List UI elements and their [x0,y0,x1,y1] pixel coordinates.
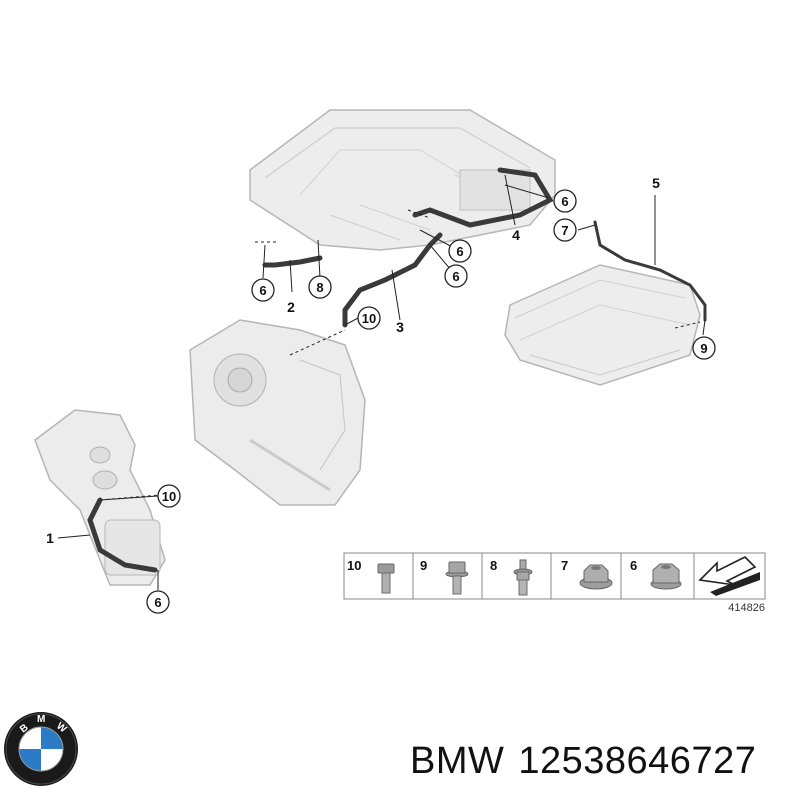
reference-number: 414826 [728,602,765,614]
flange-nut-icon [579,564,613,590]
svg-text:4: 4 [512,227,520,243]
bolt-icon [377,563,395,594]
svg-text:8: 8 [490,558,497,573]
transfer-case [189,319,366,506]
callout-5: 5 [652,175,660,191]
flange-bolt-icon [445,561,469,595]
svg-text:6: 6 [456,244,463,259]
svg-text:M: M [37,714,45,725]
cable-5 [593,220,707,322]
callout-6-bracket-left: 6 [251,278,275,302]
legend-item-6: 6 [630,558,682,590]
callout-8: 8 [308,275,332,299]
brand-name: BMW [410,740,505,782]
stud-bolt-icon [513,559,533,596]
legend-item-9: 9 [420,558,469,595]
svg-text:5: 5 [652,175,660,191]
callout-6-mid-upper: 6 [448,239,472,263]
cable-1 [87,497,158,573]
svg-text:6: 6 [630,558,637,573]
callout-6-mid-lower: 6 [444,264,468,288]
svg-text:9: 9 [700,341,707,356]
hex-nut-icon [650,563,682,590]
legend-item-10: 10 [347,558,395,594]
svg-text:6: 6 [452,269,459,284]
legend-item-8: 8 [490,558,533,596]
electronics-module [504,264,701,386]
leader-lines [57,174,706,590]
direction-arrow-icon [698,556,760,596]
transmission-upper-housing [249,109,556,251]
callout-2: 2 [287,299,295,315]
svg-text:8: 8 [316,280,323,295]
callout-7: 7 [553,218,577,242]
svg-text:9: 9 [420,558,427,573]
callout-1: 1 [46,530,54,546]
bmw-logo: B M W [4,712,78,786]
callout-4: 4 [512,227,520,243]
cable-4 [412,167,554,228]
callout-6-upper-right: 6 [553,189,577,213]
svg-text:3: 3 [396,319,404,335]
svg-text:1: 1 [46,530,54,546]
callout-6-mount: 6 [146,590,170,614]
brand-part-line: BMW 12538646727 [410,740,770,783]
cable-2 [262,255,323,268]
svg-text:7: 7 [561,558,568,573]
svg-text:2: 2 [287,299,295,315]
callout-9: 9 [692,336,716,360]
fastener-legend: 10 9 8 7 [343,552,766,600]
svg-text:7: 7 [561,223,568,238]
legend-item-7: 7 [561,558,613,590]
callout-3: 3 [396,319,404,335]
svg-text:6: 6 [154,595,161,610]
part-number: 12538646727 [518,740,757,782]
callout-10-transfer-case: 10 [357,306,381,330]
svg-text:6: 6 [561,194,568,209]
svg-text:6: 6 [259,283,266,298]
svg-text:10: 10 [162,489,176,504]
callout-10-mount: 10 [157,484,181,508]
svg-text:10: 10 [362,311,376,326]
svg-text:10: 10 [347,558,361,573]
